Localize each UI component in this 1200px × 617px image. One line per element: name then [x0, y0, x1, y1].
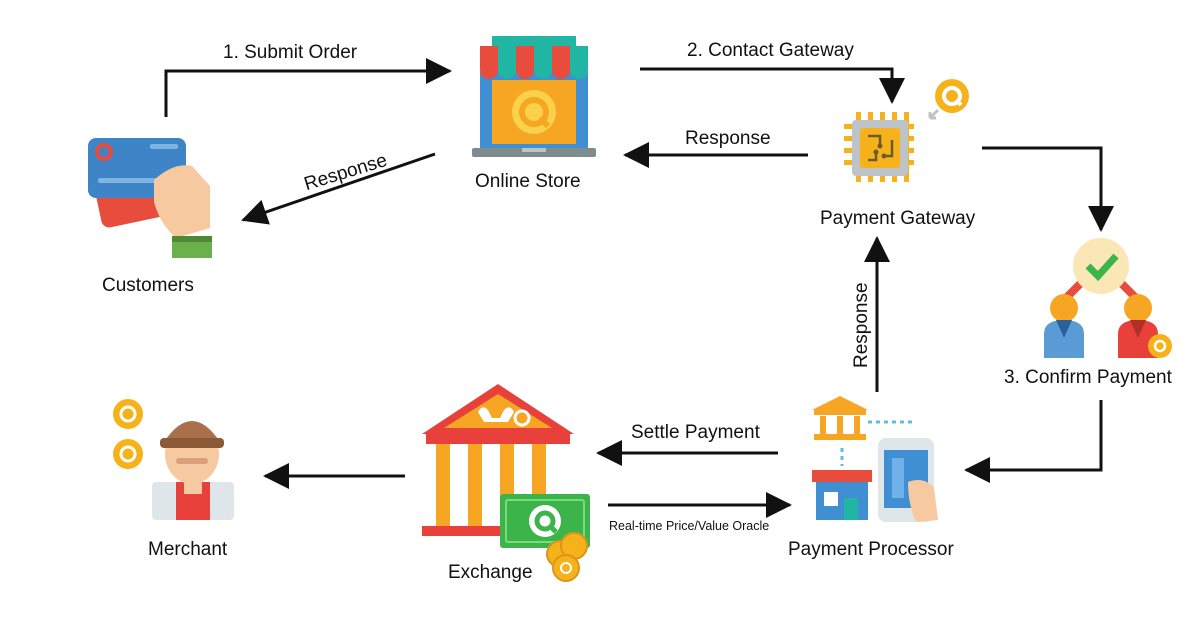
laptop-storefront-icon: [472, 36, 596, 157]
node-label-online-store: Online Store: [475, 171, 581, 192]
arrow-submit-order: [164, 58, 452, 117]
node-label-payment-gateway: Payment Gateway: [820, 208, 976, 229]
arrow-gateway-to-confirm: [982, 146, 1114, 232]
edge-label-price-oracle: Real-time Price/Value Oracle: [609, 519, 770, 533]
credit-card-in-hand-icon: [88, 138, 212, 258]
edge-label-response-gateway-to-store: Response: [685, 128, 771, 149]
chip-icon: [844, 112, 914, 182]
confirm-check-people-icon: [1044, 238, 1172, 358]
node-label-exchange: Exchange: [448, 562, 533, 583]
arrow-contact-gateway: [640, 67, 905, 104]
edge-label-contact-gateway: 2. Contact Gateway: [687, 40, 854, 61]
merchant-person-icon: [113, 399, 234, 520]
arrows: [164, 58, 1114, 518]
edge-label-response-processor-to-gateway: Response: [851, 282, 872, 368]
edge-label-settle-payment: Settle Payment: [631, 422, 760, 443]
coin-icon: [928, 79, 969, 120]
bank-shop-phone-icon: [812, 396, 938, 522]
node-label-merchant: Merchant: [148, 539, 228, 560]
arrow-store-to-customer: [241, 152, 436, 225]
bank-money-icon: [422, 384, 590, 582]
edge-label-submit-order: 1. Submit Order: [223, 42, 358, 63]
node-label-payment-processor: Payment Processor: [788, 539, 954, 560]
arrow-confirm-to-processor: [964, 400, 1103, 483]
node-label-confirm-payment: 3. Confirm Payment: [1004, 367, 1172, 388]
node-label-customers: Customers: [102, 275, 194, 296]
